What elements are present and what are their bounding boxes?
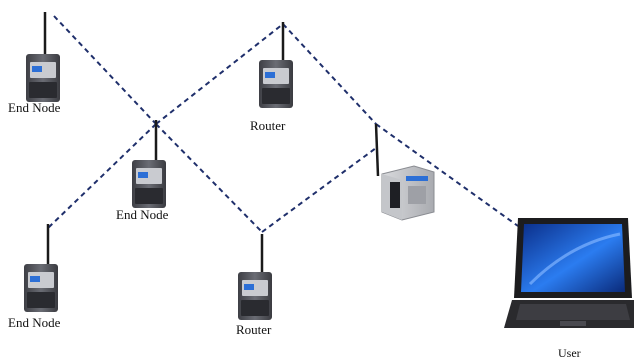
router-1-label: Router	[250, 118, 286, 133]
gateway-device	[374, 123, 435, 221]
link-router1-to-gateway	[282, 23, 377, 125]
end-node-3-label: End Node	[8, 315, 61, 330]
link-router2-to-gateway	[261, 147, 377, 233]
user-label: User	[558, 346, 581, 360]
end-node-2-label: End Node	[116, 207, 169, 222]
user-laptop-icon	[504, 218, 634, 328]
laptop-screen	[521, 224, 625, 292]
link-endnode2-to-router2	[155, 123, 263, 233]
end-node-2-device	[132, 120, 166, 208]
end-node-3-device	[24, 224, 58, 312]
router-2-label: Router	[236, 322, 272, 337]
router-1-device	[259, 22, 293, 108]
router-2-device	[238, 234, 272, 320]
end-node-1-device	[26, 12, 60, 102]
link-endnode1-to-endnode2	[53, 15, 157, 125]
link-endnode2-to-endnode3	[47, 123, 157, 229]
link-gateway-to-user	[375, 123, 519, 227]
end-node-1-label: End Node	[8, 100, 61, 115]
mesh-links	[47, 15, 519, 233]
